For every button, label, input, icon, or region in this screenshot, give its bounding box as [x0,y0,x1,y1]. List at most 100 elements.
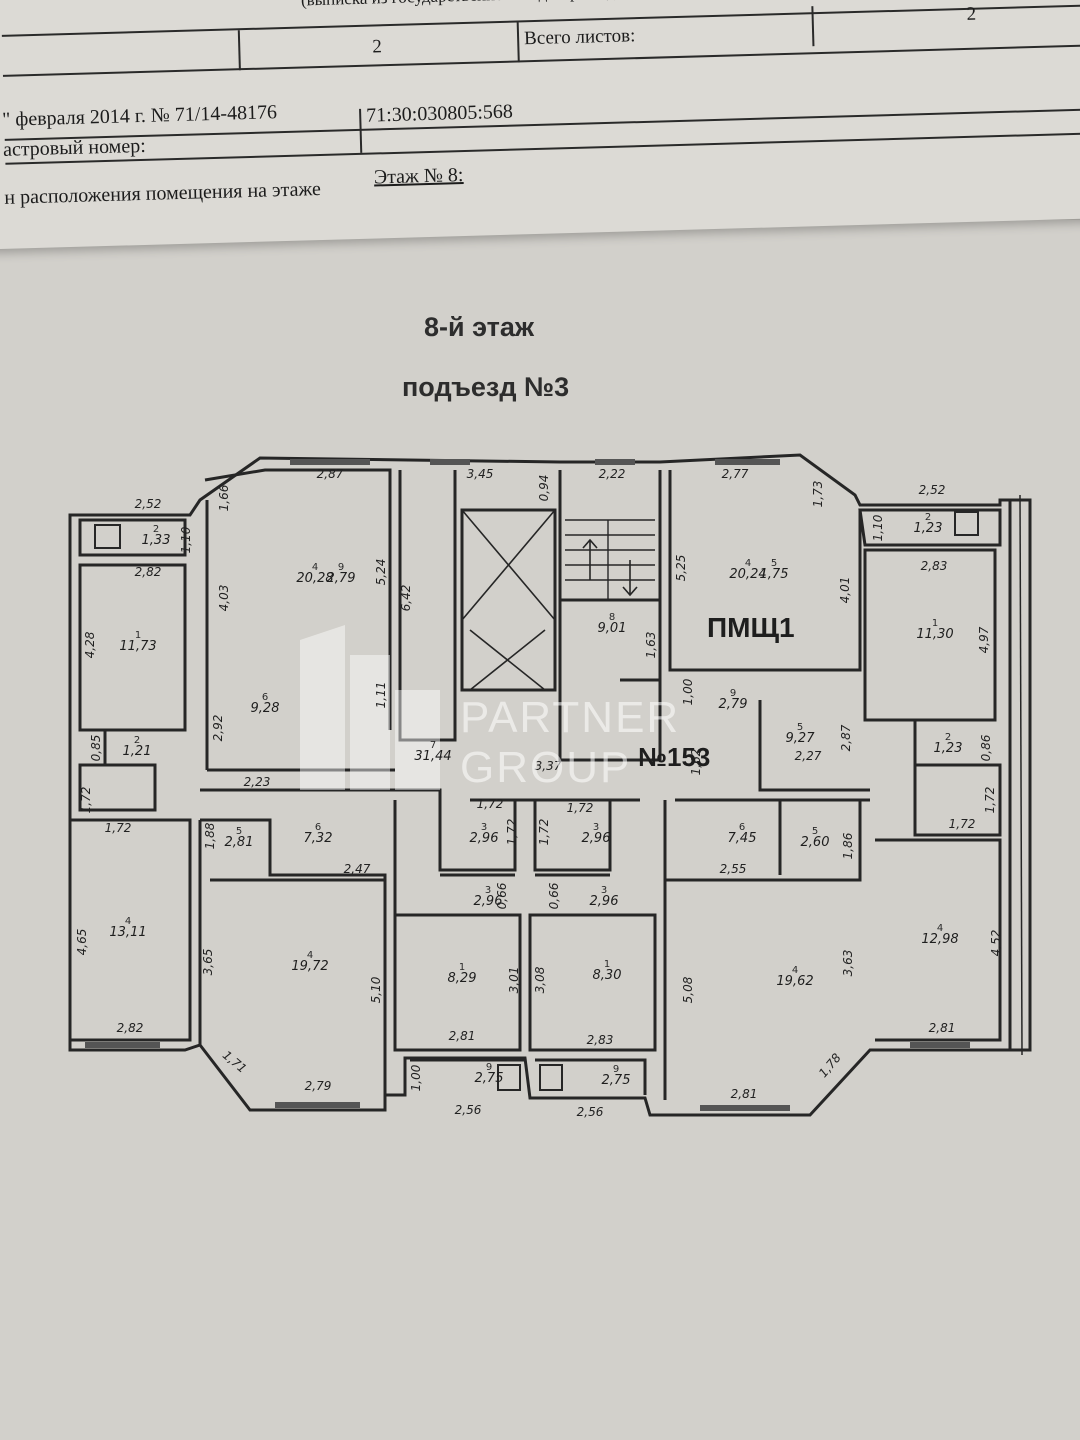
dimension-label: 1,72 [537,819,551,846]
room-number: 3 [485,885,491,896]
dimension-label: 2,83 [921,559,948,573]
room-number: 7 [430,740,436,751]
floor-title: 8-й этаж [424,312,535,342]
wall [410,1058,647,1095]
wall [198,818,387,1095]
wall [913,763,1002,837]
dimension-label: 2,77 [722,467,749,481]
room-labels: 420,28420,24111,73111,3089,0169,2859,277… [109,512,962,1088]
dimension-label: 2,27 [795,749,822,763]
window [85,459,970,1111]
room-area: 2,96 [590,894,619,909]
outer-wall [1019,494,1023,1056]
wall [204,468,392,730]
dimension-label: 1,00 [681,678,695,705]
dimension-label: 1,11 [374,682,388,709]
dimension-label: 2,56 [455,1103,482,1117]
room-area: 2,96 [582,831,611,846]
wall [875,838,1002,1042]
dimension-label: 0,94 [537,475,551,502]
room-area: 2,96 [470,831,499,846]
room-number: 6 [739,822,745,833]
dimension-label: 4,97 [977,626,991,653]
dimension-label: 2,52 [135,497,162,511]
wall [205,500,395,772]
dimension-label: 1,62 [689,749,703,776]
wall [663,800,862,1100]
dimension-label: 2,82 [135,565,162,579]
room-label: 419,62 [776,965,813,989]
dimension-label: 1,10 [871,514,885,541]
dimension-label: 2,81 [929,1021,956,1035]
room-label: 89,01 [598,612,627,636]
room-area: 1,75 [760,567,789,582]
room-label: 32,96 [470,822,499,846]
room-label: 52,81 [225,826,254,850]
room-label: 32,96 [474,885,503,909]
dimension-label: 0,85 [89,735,103,762]
room-number: 9 [486,1062,492,1073]
dimension-label: 1,72 [983,787,997,814]
room-area: 2,96 [474,894,503,909]
room-area: 2,75 [475,1071,504,1086]
room-area: 1,23 [934,741,963,756]
room-number: 4 [312,562,318,573]
room-number: 9 [613,1064,619,1075]
dimension-label: 1,72 [79,787,93,814]
dimension-label: 0,86 [979,734,993,761]
room-label: 420,28 [296,562,333,586]
stair-core [558,470,662,602]
room-label: 51,75 [760,558,789,582]
room-number: 1 [604,959,610,970]
room-number: 4 [125,916,131,927]
room-area: 2,79 [327,571,356,586]
room-label: 111,73 [119,630,156,654]
plan-walls [68,453,1032,1117]
dimension-label: 1,10 [179,526,193,553]
room-label: 21,23 [914,512,943,536]
wall [78,763,157,812]
room-area: 2,79 [719,697,748,712]
fixture [94,511,979,1091]
room-label: 32,96 [582,822,611,846]
dimension-label: 5,08 [681,976,695,1003]
dimension-label: 3,37 [535,759,562,773]
dimension-label: 5,24 [374,559,388,586]
room-label: 111,30 [916,618,953,642]
wall [438,800,517,877]
elevator-shaft [461,509,556,691]
dimension-label: 2,87 [839,724,853,751]
room-number: 4 [792,965,798,976]
room-number: 9 [730,688,736,699]
room-label: 420,24 [729,558,766,582]
document-sheet [0,220,1080,1440]
dimension-label: 4,52 [989,930,1003,957]
wall [863,548,997,722]
room-area: 20,28 [296,571,333,586]
room-number: 3 [481,822,487,833]
dimension-label: 2,81 [449,1029,476,1043]
dimension-label: 2,55 [720,862,747,876]
room-label: 413,11 [109,916,146,940]
room-number: 2 [134,735,140,746]
room-area: 9,28 [251,701,280,716]
dimension-label: 2,47 [344,862,371,876]
wall [758,700,870,792]
room-label: 419,72 [291,950,328,974]
dimension-label: 1,63 [644,632,658,659]
room-area: 19,62 [776,974,813,989]
watermark-text-partner: PARTNER [460,693,681,742]
room-number: 5 [771,558,777,569]
room-number: 8 [609,612,615,623]
dimension-label: 1,73 [811,481,825,508]
room-area: 9,01 [598,621,627,636]
wall [78,518,187,557]
room-label: 92,75 [602,1064,631,1088]
dimension-label: 5,25 [674,555,688,582]
dimension-label: 2,83 [587,1033,614,1047]
dimension-label: 4,01 [838,577,852,604]
room-number: 3 [593,822,599,833]
dimension-label: 3,45 [467,467,494,481]
room-area: 1,33 [142,533,171,548]
